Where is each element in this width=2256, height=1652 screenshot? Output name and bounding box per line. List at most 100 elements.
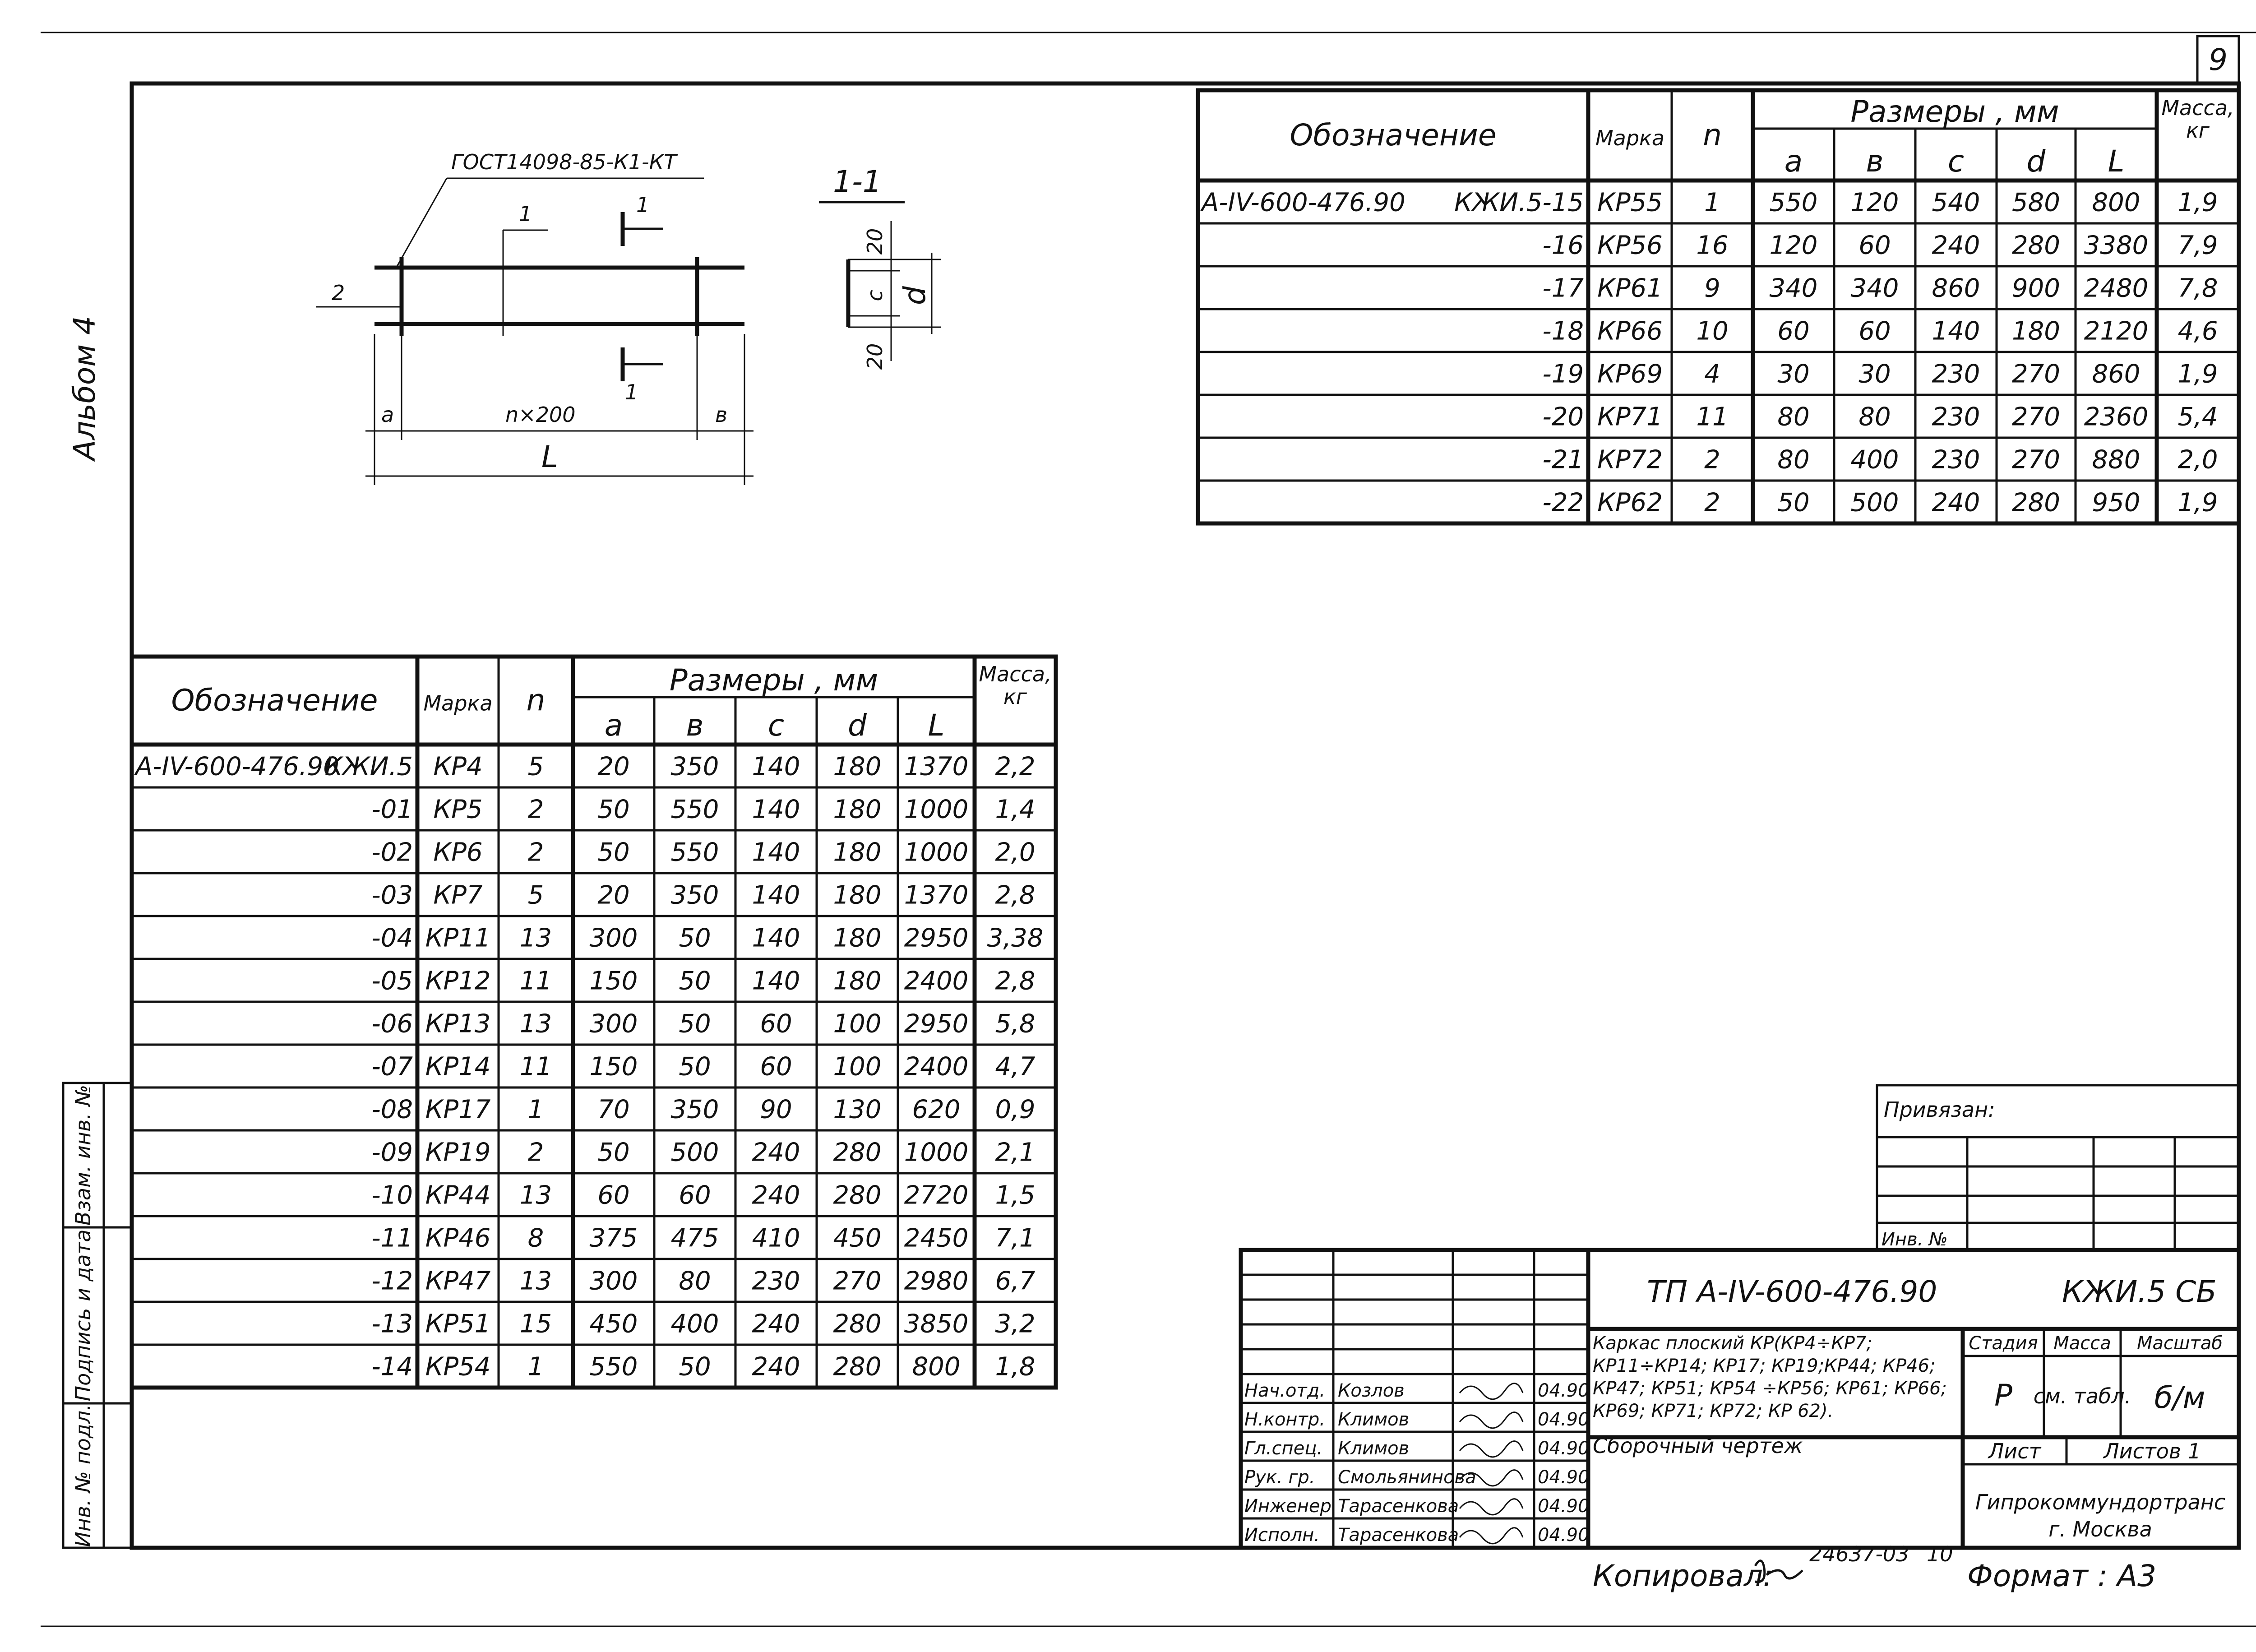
table-left-head-mass: Масса, bbox=[979, 662, 1051, 686]
dim-b-label: в bbox=[715, 403, 727, 427]
signature-date: 04.90 bbox=[1538, 1525, 1590, 1546]
table-left-row-suffix: -05 bbox=[372, 967, 413, 996]
doc-code: ТП А-IV-600-476.90 bbox=[1647, 1274, 1937, 1309]
table-left-row-suffix: -08 bbox=[372, 1095, 413, 1124]
table-left-row-L: 2950 bbox=[904, 1009, 969, 1039]
table-left-row-L: 2400 bbox=[904, 1052, 969, 1082]
table-left-row-L: 2980 bbox=[904, 1267, 969, 1296]
dim-n200-label: n×200 bbox=[505, 403, 576, 427]
table-left-row-mass: 1,5 bbox=[995, 1181, 1035, 1210]
table-left-row-mass: 6,7 bbox=[995, 1267, 1035, 1296]
table-left-row-n: 13 bbox=[520, 1009, 552, 1039]
table-right-row-c: 860 bbox=[1932, 274, 1980, 303]
table-right-row-b: 30 bbox=[1858, 360, 1891, 389]
table-right-row-L: 3380 bbox=[2084, 231, 2149, 260]
copier-signature bbox=[1754, 1559, 1803, 1583]
sheets-label: Листов 1 bbox=[2103, 1439, 2201, 1463]
table-right-row-mark: КР62 bbox=[1597, 488, 1663, 518]
side-stamp-inv-vzam: Взам. инв. № bbox=[71, 1085, 95, 1226]
table-left-row-mark: КР14 bbox=[425, 1052, 491, 1082]
binding-label: Привязан: bbox=[1884, 1097, 1995, 1122]
table-left-row-c: 140 bbox=[752, 967, 800, 996]
table-right-row-d: 280 bbox=[2012, 231, 2060, 260]
table-right-row-mark: КР72 bbox=[1597, 445, 1663, 475]
page-number-box bbox=[2196, 35, 2240, 85]
table-right-row-n: 16 bbox=[1696, 231, 1728, 260]
table-right-row-b: 60 bbox=[1858, 231, 1891, 260]
table-right-row-mark: КР69 bbox=[1597, 360, 1663, 389]
table-left-row-d: 180 bbox=[833, 881, 882, 910]
table-left-row-b: 50 bbox=[679, 1052, 711, 1082]
signature-name: Тарасенкова bbox=[1338, 1525, 1459, 1546]
table-left-row-b: 550 bbox=[671, 795, 719, 824]
table-right-row-n: 2 bbox=[1704, 488, 1720, 518]
table-left-row-a: 60 bbox=[597, 1181, 629, 1210]
album-label: Альбом 4 bbox=[67, 316, 102, 462]
signature-name: Климов bbox=[1338, 1438, 1409, 1459]
section-dim-20-top: 20 bbox=[863, 228, 887, 255]
table-left-row-mark: КР19 bbox=[425, 1138, 491, 1167]
table-right-row-mark: КР66 bbox=[1597, 317, 1663, 346]
table-right-row-code: А-IV-600-476.90 bbox=[1200, 188, 1405, 217]
callout-1: 1 bbox=[519, 202, 532, 226]
table-right-row-suffix: КЖИ.5-15 bbox=[1454, 188, 1584, 217]
table-left-row-c: 230 bbox=[752, 1267, 800, 1296]
table-left-row-d: 130 bbox=[833, 1095, 882, 1124]
title-block-frame bbox=[1239, 1248, 2241, 1550]
table-left-row-L: 800 bbox=[912, 1352, 961, 1382]
table-left-row-c: 240 bbox=[752, 1352, 800, 1382]
table-left-row-d: 180 bbox=[833, 924, 882, 953]
frame-elevation-sketch: ГОСТ14098-85-К1-КТ 1 2 1 1 а n×200 в L bbox=[316, 150, 754, 485]
table-right-row-d: 580 bbox=[2012, 188, 2060, 217]
table-left-row-mark: КР54 bbox=[425, 1352, 491, 1382]
signature-name: Козлов bbox=[1338, 1380, 1405, 1401]
table-left-row-mark: КР7 bbox=[433, 881, 483, 910]
table-left-row-a: 300 bbox=[590, 924, 638, 953]
table-right-row-d: 270 bbox=[2012, 360, 2060, 389]
table-left-row-mark: КР11 bbox=[425, 924, 491, 953]
side-stamp-inv-podl: Инв. № подл. bbox=[71, 1404, 95, 1547]
table-left-row-b: 50 bbox=[679, 967, 711, 996]
table-left-row-L: 3850 bbox=[904, 1310, 969, 1339]
table-left-row-n: 2 bbox=[528, 838, 544, 867]
table-left-head-mass-unit: кг bbox=[1003, 685, 1027, 709]
table-right-row-a: 50 bbox=[1777, 488, 1809, 518]
side-stamp: Взам. инв. № Подпись и дата Инв. № подл. bbox=[62, 1082, 133, 1549]
table-left-row-mark: КР13 bbox=[425, 1009, 491, 1039]
signature-role: Н.контр. bbox=[1244, 1409, 1325, 1430]
table-right-row-mass: 2,0 bbox=[2177, 445, 2218, 475]
table-left-row-b: 500 bbox=[671, 1138, 719, 1167]
table-left-row-suffix: -12 bbox=[372, 1267, 413, 1296]
table-left-row-mass: 3,38 bbox=[987, 924, 1044, 953]
table-left-row-a: 300 bbox=[590, 1009, 638, 1039]
table-left-row-mass: 0,9 bbox=[995, 1095, 1035, 1124]
signature-mark bbox=[1459, 1469, 1524, 1487]
table-left-row-a: 50 bbox=[597, 838, 629, 867]
format-label: Формат : А3 bbox=[1967, 1559, 2156, 1593]
table-left-row-b: 400 bbox=[671, 1310, 719, 1339]
table-left-row-d: 180 bbox=[833, 795, 882, 824]
signature-role: Исполн. bbox=[1244, 1525, 1320, 1546]
table-right-row-b: 400 bbox=[1851, 445, 1899, 475]
table-right-row-mass: 4,6 bbox=[2177, 317, 2218, 346]
table-right-row-a: 30 bbox=[1777, 360, 1809, 389]
table-right-row-b: 120 bbox=[1851, 188, 1899, 217]
scale-value: б/м bbox=[2154, 1380, 2205, 1415]
table-left-row-a: 450 bbox=[590, 1310, 638, 1339]
table-left-row-mark: КР51 bbox=[425, 1310, 491, 1339]
table-left-row-a: 300 bbox=[590, 1267, 638, 1296]
signature-role: Инженер bbox=[1244, 1496, 1331, 1517]
